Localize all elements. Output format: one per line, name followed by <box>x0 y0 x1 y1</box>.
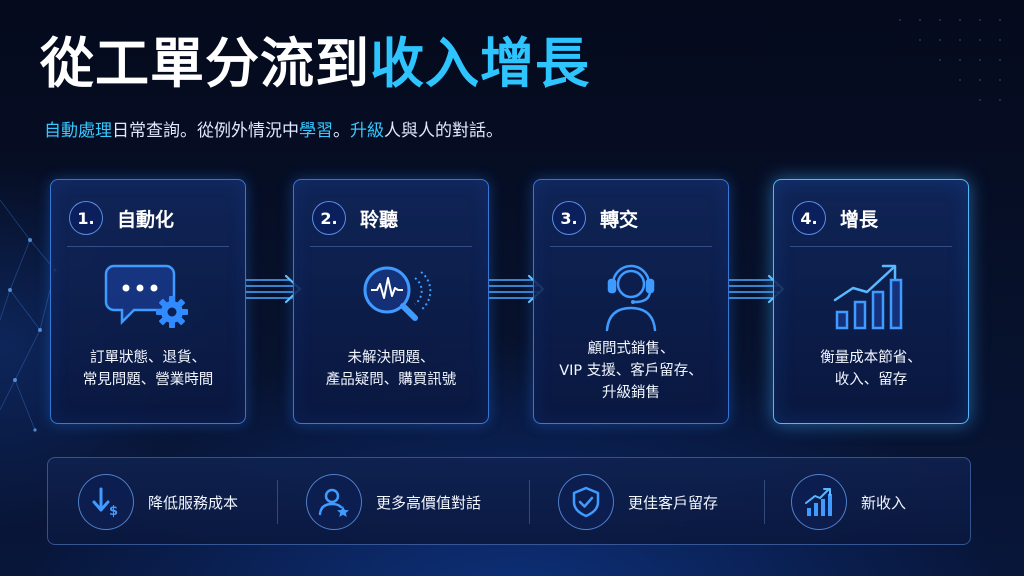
step-divider <box>67 246 229 247</box>
step-title: 聆聽 <box>360 208 399 231</box>
step-card-handoff: 3. 轉交 顧問式銷售、 VIP 支援、客戶留存、 升級銷售 <box>533 179 729 424</box>
headset-agent-icon <box>605 264 657 332</box>
step-description-line: 產品疑問、購買訊號 <box>325 372 457 388</box>
step-description-line: 升級銷售 <box>602 385 660 401</box>
subtitle-highlight-escalate: 升級 <box>350 121 384 141</box>
growth-chart-icon <box>833 264 903 330</box>
user-star-icon <box>306 474 362 530</box>
step-card-automate: 1. 自動化 訂單狀態、退貨、 常見問題、營業時間 <box>50 179 246 424</box>
benefit-divider <box>764 480 765 524</box>
benefit-item-lower-cost: $ 降低服務成本 <box>78 458 238 546</box>
benefit-item-new-revenue: 新收入 <box>791 458 906 546</box>
step-card-listen: 2. 聆聽 未解決問題、 產品疑問、購買訊號 <box>293 179 489 424</box>
title-highlight: 收入增長 <box>370 32 590 95</box>
subtitle-highlight-automate: 自動處理 <box>44 121 112 141</box>
step-description: 顧問式銷售、 VIP 支援、客戶留存、 升級銷售 <box>542 338 720 404</box>
step-number-badge: 2. <box>312 201 346 235</box>
step-title: 自動化 <box>117 208 175 231</box>
step-description-line: 衡量成本節省、 <box>820 350 922 366</box>
step-description-line: 未解決問題、 <box>347 350 435 366</box>
step-header: 4. 增長 <box>792 200 878 236</box>
subtitle-text-3: 人與人的對話。 <box>384 121 503 141</box>
title-main: 從工單分流到 <box>40 32 370 95</box>
chat-gear-icon <box>104 264 188 328</box>
step-title: 轉交 <box>600 208 639 231</box>
subtitle: 自動處理日常查詢。從例外情況中學習。升級人與人的對話。 <box>44 120 503 142</box>
step-description-line: VIP 支援、客戶留存、 <box>559 363 703 379</box>
down-arrow-dollar-icon: $ <box>78 474 134 530</box>
benefit-divider <box>529 480 530 524</box>
step-header: 3. 轉交 <box>552 200 638 236</box>
benefit-divider <box>277 480 278 524</box>
step-header: 2. 聆聽 <box>312 200 398 236</box>
step-number-badge: 3. <box>552 201 586 235</box>
benefit-label: 更佳客戶留存 <box>628 493 719 512</box>
page-title: 從工單分流到收入增長 <box>40 28 590 100</box>
svg-text:$: $ <box>109 504 118 519</box>
step-description: 訂單狀態、退貨、 常見問題、營業時間 <box>59 347 237 391</box>
subtitle-text-1: 日常查詢。從例外情況中 <box>112 121 299 141</box>
step-description-line: 收入、留存 <box>834 372 908 388</box>
shield-check-icon <box>558 474 614 530</box>
benefits-bar: $ 降低服務成本 更多高價值對話 更佳客戶留存 <box>47 457 971 545</box>
step-number-badge: 4. <box>792 201 826 235</box>
step-description-line: 常見問題、營業時間 <box>82 372 214 388</box>
step-divider <box>310 246 472 247</box>
magnifier-waveform-icon <box>363 266 432 321</box>
step-description-line: 訂單狀態、退貨、 <box>90 350 206 366</box>
step-number-badge: 1. <box>69 201 103 235</box>
step-description-line: 顧問式銷售、 <box>587 341 675 357</box>
step-header: 1. 自動化 <box>69 200 174 236</box>
dots-decoration-right <box>899 19 1001 101</box>
benefit-item-high-value-conversations: 更多高價值對話 <box>306 458 481 546</box>
step-title: 增長 <box>840 208 879 231</box>
step-card-grow: 4. 增長 衡量成本節省、 收入、留存 <box>773 179 969 424</box>
step-description: 未解決問題、 產品疑問、購買訊號 <box>302 347 480 391</box>
step-divider <box>790 246 952 247</box>
benefit-label: 新收入 <box>861 493 907 512</box>
step-divider <box>550 246 712 247</box>
subtitle-highlight-learn: 學習 <box>299 121 333 141</box>
subtitle-text-2: 。 <box>333 121 350 141</box>
bar-chart-arrow-icon <box>791 474 847 530</box>
benefit-label: 降低服務成本 <box>148 493 239 512</box>
benefit-item-retention: 更佳客戶留存 <box>558 458 718 546</box>
benefit-label: 更多高價值對話 <box>376 493 482 512</box>
step-description: 衡量成本節省、 收入、留存 <box>782 347 960 391</box>
